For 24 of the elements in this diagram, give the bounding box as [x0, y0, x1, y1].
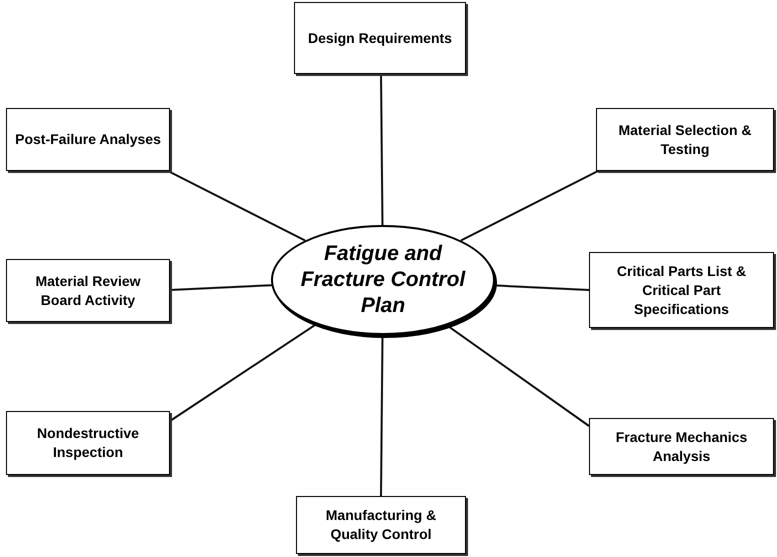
box-label: Nondestructive Inspection: [36, 424, 140, 462]
box-label: Manufacturing & Quality Control: [324, 506, 438, 544]
connector-line: [169, 323, 317, 422]
ellipse-title: Fatigue and Fracture Control Plan: [300, 241, 466, 319]
connector-line: [380, 74, 384, 225]
connector-line: [168, 170, 306, 242]
box-label: Critical Parts List & Critical Part Specifications: [616, 262, 748, 318]
connector-line: [494, 284, 590, 291]
connector-line: [380, 335, 384, 496]
topic-box: [6, 411, 170, 475]
box-label: Fracture Mechanics Analysis: [614, 428, 748, 466]
box-label: Material Review Board Activity: [34, 272, 142, 310]
box-label: Material Selection & Testing: [617, 120, 753, 158]
connector-line: [460, 170, 598, 242]
topic-box: [6, 259, 170, 322]
connector-line: [170, 284, 272, 291]
topic-box: [589, 418, 774, 475]
topic-box: [589, 252, 774, 328]
topic-box: [596, 108, 774, 171]
box-label: Post-Failure Analyses: [15, 130, 161, 149]
topic-box: [296, 496, 466, 554]
topic-box: [294, 2, 466, 74]
box-label: Design Requirements: [308, 28, 452, 48]
topic-box: [6, 108, 170, 171]
